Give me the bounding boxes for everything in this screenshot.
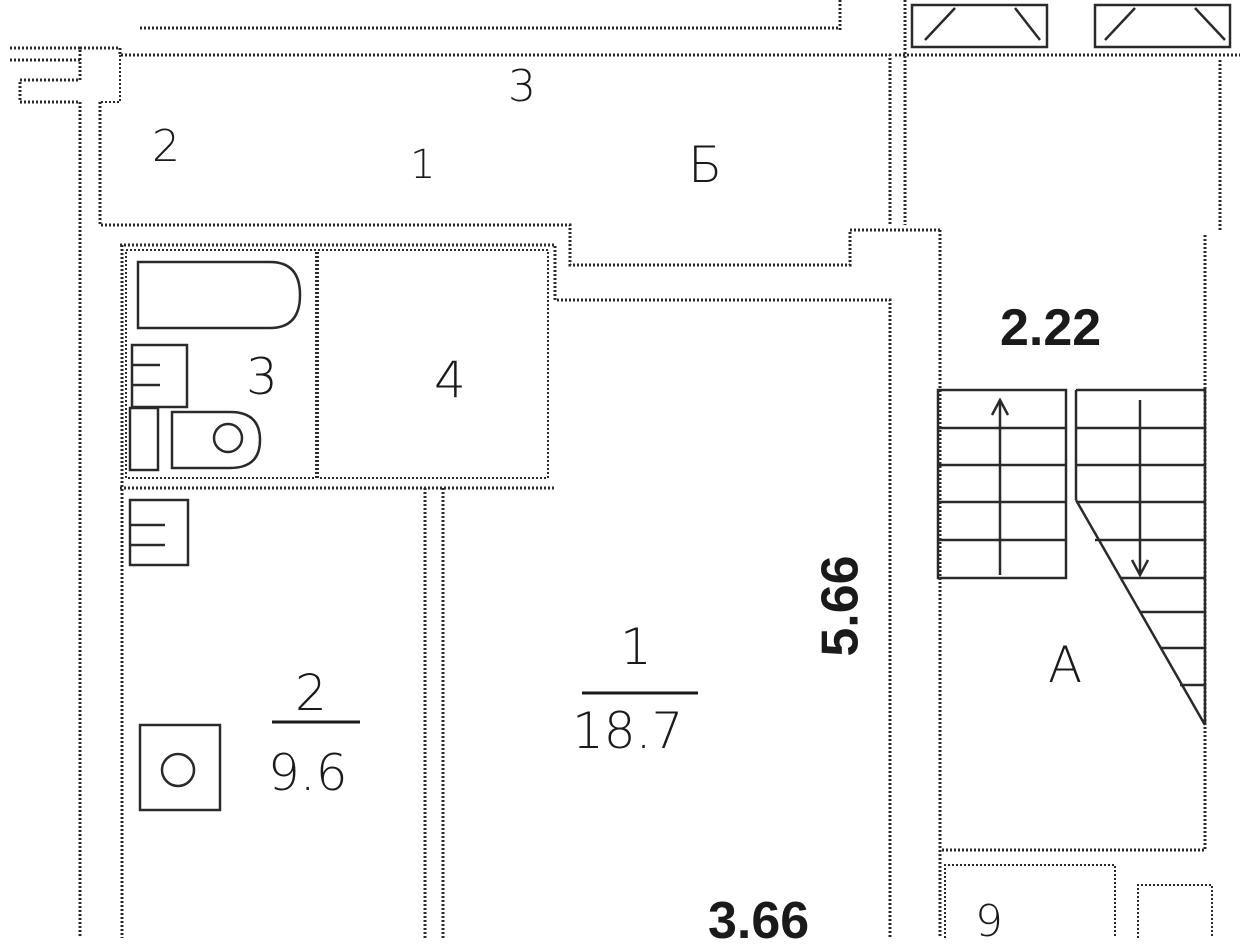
room-length-dimension: 5.66: [811, 555, 870, 657]
corridor-label-2: 2: [152, 121, 180, 172]
corner-label: 9: [975, 896, 1003, 947]
room-partition: [423, 488, 445, 938]
bathroom-number: 3: [246, 348, 278, 406]
corridor-label-1: 1: [410, 142, 436, 188]
stair-width-dimension: 2.22: [1000, 299, 1102, 357]
corridor-label-b: Б: [688, 136, 723, 194]
room-1-area: 18.7: [572, 702, 684, 760]
corridor-walls: [10, 0, 940, 938]
stair-flight-down: [1074, 388, 1207, 726]
kitchen-sink: [128, 498, 190, 567]
room-1-number: 1: [620, 618, 652, 676]
toilet: [128, 406, 262, 472]
lower-right-rooms: [944, 864, 1213, 938]
bathtub: [136, 260, 302, 330]
sink: [130, 343, 189, 409]
stove: [138, 723, 222, 812]
room-2-number: 2: [295, 664, 327, 722]
closet-number: 4: [434, 351, 466, 409]
stairwell: [895, 0, 1240, 938]
room-width-dimension: 3.66: [708, 892, 810, 950]
room-2-area: 9.6: [268, 744, 348, 802]
stair-label: A: [1048, 636, 1083, 694]
stair-flight-up: [936, 388, 1068, 580]
corridor-label-3: 3: [508, 61, 536, 112]
wet-zone-walls: [120, 243, 892, 938]
